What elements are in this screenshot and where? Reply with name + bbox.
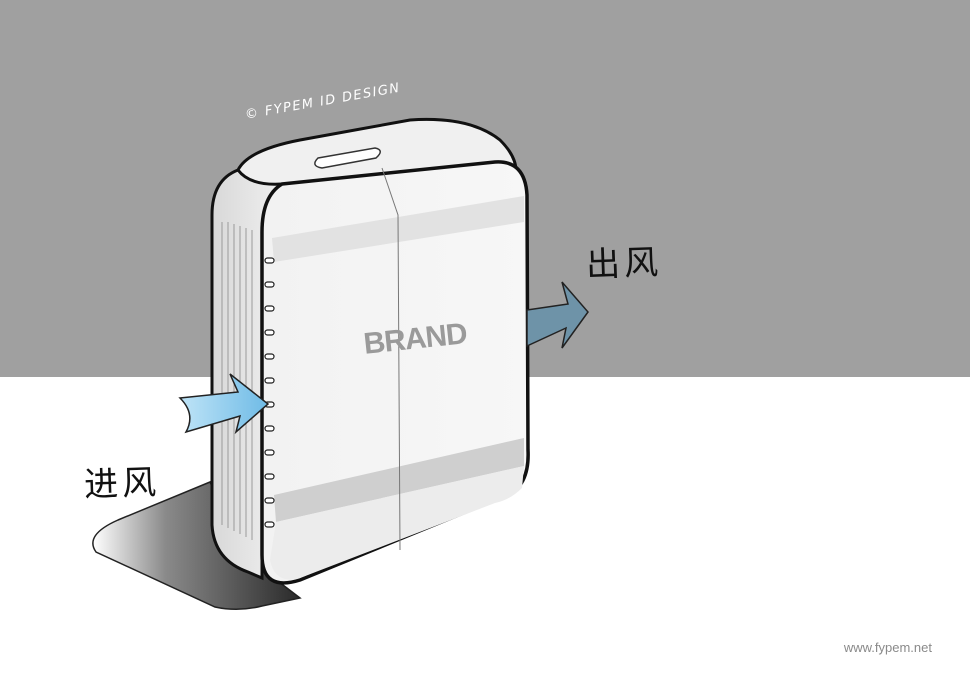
front-bottom-shade xyxy=(270,466,524,580)
air-intake-label: 进风 xyxy=(83,462,161,506)
front-bottom-band xyxy=(274,438,524,522)
air-outlet-label: 出风 xyxy=(585,242,663,286)
air-outlet-arrow xyxy=(526,281,589,349)
website-link[interactable]: www.fypem.net xyxy=(843,640,932,655)
front-seam xyxy=(381,167,401,551)
floor-shadow xyxy=(92,481,302,610)
top-button xyxy=(314,147,381,169)
air-intake-arrow xyxy=(178,373,270,435)
